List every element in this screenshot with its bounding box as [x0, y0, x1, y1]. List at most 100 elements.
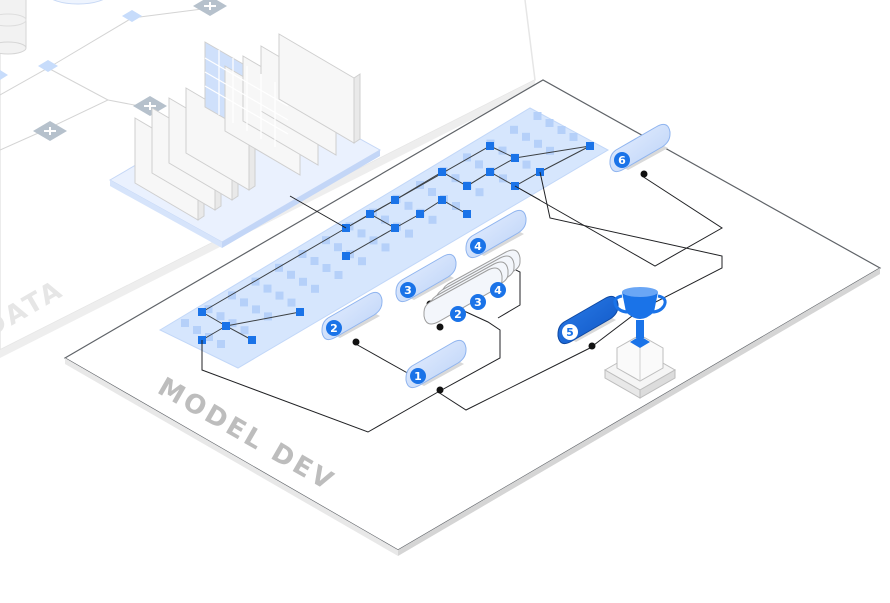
pill-number: 6: [618, 154, 626, 167]
grid-cell: [569, 133, 578, 141]
pill-badge: [562, 324, 578, 340]
connector-dot: [436, 323, 444, 331]
pill-number: 1: [414, 370, 422, 383]
node-5[interactable]: 5: [557, 295, 619, 350]
circuit-node: [366, 210, 374, 218]
grid-cell: [546, 146, 554, 155]
data-platform: DATA: [0, 0, 536, 358]
grid-cell: [299, 277, 307, 286]
grid-cell: [533, 112, 542, 120]
database-icon: [0, 0, 104, 55]
circuit-node: [416, 210, 424, 218]
grid-cell: [522, 132, 530, 141]
data-plus-nodes: [33, 0, 227, 141]
pill-badge: [400, 282, 416, 298]
grid-cell: [510, 125, 518, 134]
stack-number: 2: [454, 308, 462, 321]
stack-number: 3: [474, 296, 482, 309]
circuit-node: [391, 224, 399, 232]
grid-cell: [381, 215, 389, 224]
grid-cell: [252, 305, 260, 314]
node-6[interactable]: 6: [609, 123, 671, 178]
grid-cell: [428, 215, 437, 224]
pill-number: 4: [474, 240, 482, 253]
grid-cell: [534, 139, 542, 148]
grid-cell: [475, 188, 484, 197]
grid-cell: [499, 174, 507, 183]
grid-cell: [475, 160, 483, 169]
grid-cell: [217, 340, 225, 348]
grid-cell: [264, 312, 272, 321]
circuit-node: [486, 168, 494, 176]
node-3[interactable]: 3: [395, 253, 457, 308]
pill-number: 5: [566, 326, 574, 339]
pill-number: 3: [404, 284, 412, 297]
grid-cell: [275, 263, 283, 272]
grid-cell: [228, 291, 236, 300]
circuit-node: [438, 196, 446, 204]
grid-cell: [298, 250, 307, 258]
connector-dot: [588, 342, 596, 350]
circuit-node: [296, 308, 304, 316]
grid-cell: [228, 319, 237, 328]
pill-badge: [410, 368, 426, 384]
grid-cell: [522, 160, 531, 169]
grid-cell: [358, 257, 366, 266]
stack-badge: [450, 306, 466, 322]
circuit-node: [463, 182, 471, 190]
grid-cell: [204, 305, 213, 314]
grid-cell: [334, 271, 343, 279]
grid-cell: [240, 298, 248, 307]
circuit-node: [222, 322, 230, 330]
grid-cell: [240, 326, 249, 335]
circuit-node: [586, 142, 594, 150]
pill-number: 2: [330, 322, 338, 335]
server-rack-group: [108, 33, 382, 248]
grid-cell: [428, 188, 436, 196]
grid-cell: [263, 284, 272, 293]
connector-dot: [640, 170, 648, 178]
circuit-node: [391, 196, 399, 204]
trophy-icon: [603, 287, 677, 399]
grid-cell: [311, 284, 319, 293]
circuit-node: [198, 308, 206, 316]
connector-dot: [352, 338, 360, 346]
circuit-node: [486, 142, 494, 150]
node-1[interactable]: 1: [405, 339, 467, 394]
grid-cell: [216, 312, 225, 321]
grid-cell: [452, 202, 460, 210]
circuit-node: [342, 252, 350, 260]
grid-cell: [357, 229, 366, 238]
pill-badge: [470, 238, 486, 254]
grid-cell: [404, 201, 413, 210]
grid-cell: [181, 319, 189, 327]
connector-dot: [436, 386, 444, 394]
grid-cell: [405, 229, 413, 238]
grid-cell: [557, 126, 566, 134]
stack-badge: [490, 282, 506, 298]
grid-cell: [193, 326, 201, 334]
grid-cell: [463, 153, 471, 162]
grid-cell: [205, 333, 213, 341]
grid-cell: [287, 298, 296, 307]
node-stack[interactable]: 234: [423, 249, 521, 331]
node-4[interactable]: 4: [465, 209, 527, 264]
grid-cell: [498, 146, 507, 155]
grid-cell: [451, 174, 460, 183]
stack-number: 4: [494, 284, 502, 297]
pill-badge: [326, 320, 342, 336]
circuit-node: [511, 154, 519, 162]
stack-badge: [470, 294, 486, 310]
grid-cell: [275, 291, 284, 300]
pill-badge: [614, 152, 630, 168]
node-2[interactable]: 2: [321, 291, 383, 346]
grid-cell: [287, 270, 295, 279]
grid-cell: [251, 277, 260, 286]
circuit-node: [248, 336, 256, 344]
grid-cell: [334, 243, 342, 252]
circuit-node: [463, 210, 471, 218]
table-grid-icon: [204, 50, 289, 147]
grid-cell: [322, 264, 331, 272]
circuit-node: [438, 168, 446, 176]
